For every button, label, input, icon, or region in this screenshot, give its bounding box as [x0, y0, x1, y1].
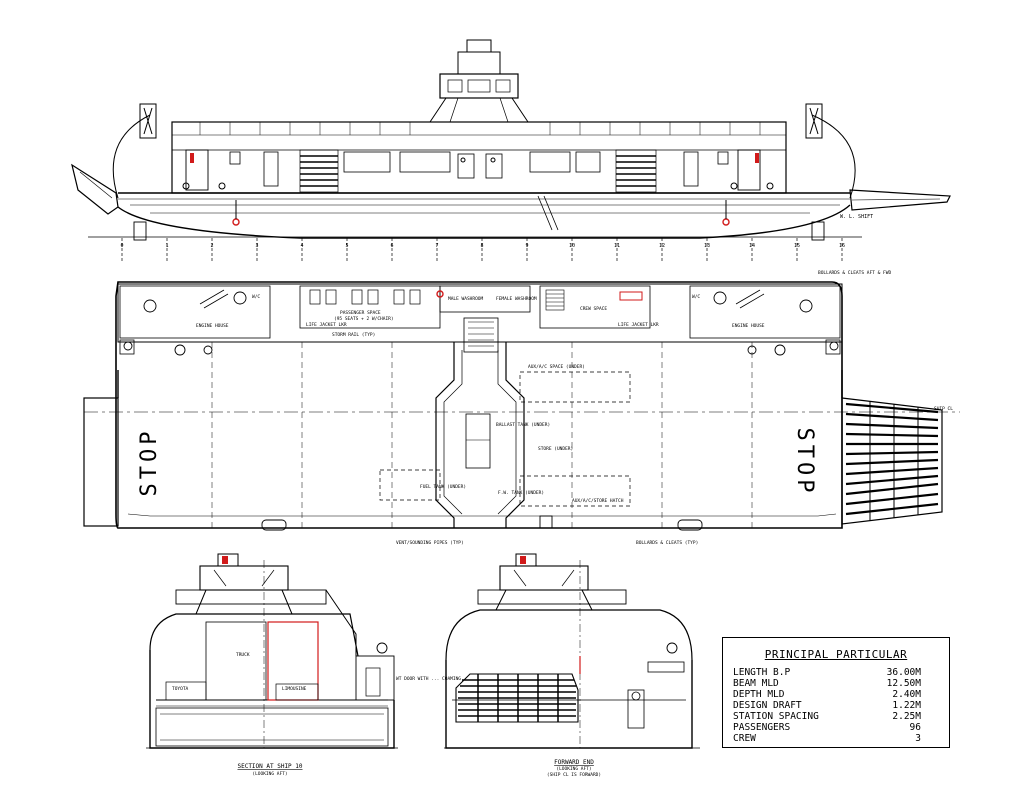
particular-key: DESIGN DRAFT: [733, 700, 802, 711]
engine-house-right-label: ENGINE HOUSE: [732, 323, 765, 329]
particular-key: STATION SPACING: [733, 711, 819, 722]
profile-view: [71, 39, 951, 262]
forward-end-caption-sub: (LOOKING AFT): [556, 766, 591, 772]
station-mark: 10: [569, 243, 575, 249]
particular-value: 1.22M: [892, 700, 921, 711]
particular-key: CREW: [733, 733, 756, 744]
deck-plan-view: [83, 281, 960, 531]
particular-key: LENGTH B.P: [733, 667, 791, 678]
station-mark: 0: [120, 243, 123, 249]
particular-row: LENGTH B.P 36.00M: [733, 667, 921, 679]
storm-rail-label: STORM RAIL (TYP): [332, 332, 375, 338]
truck-label: TRUCK: [236, 652, 250, 658]
crew-space-label: CREW SPACE: [580, 306, 607, 312]
station-mark: 6: [390, 243, 393, 249]
particular-row: CREW 3: [733, 733, 921, 745]
passenger-space-label: PASSENGER SPACE: [340, 310, 381, 316]
particular-row: DESIGN DRAFT 1.22M: [733, 700, 921, 712]
wl-label: W. L. SHIFT: [840, 214, 873, 220]
particular-value: 12.50M: [886, 678, 921, 689]
station-mark: 1: [165, 243, 168, 249]
life-jacket-left-label: LIFE JACKET LKR: [306, 322, 347, 328]
passenger-space-sub-label: (95 SEATS + 2 W/CHAIR): [334, 316, 394, 322]
particular-row: PASSENGERS 96: [733, 722, 921, 734]
particular-row: STATION SPACING 2.25M: [733, 711, 921, 723]
station-mark: 16: [839, 243, 845, 249]
life-jacket-right-label: LIFE JACKET LKR: [618, 322, 659, 328]
bollards-top-label: BOLLARDS & CLEATS AFT & FWD: [818, 270, 891, 276]
female-washroom-label: FEMALE WASHROOM: [496, 296, 537, 302]
station-mark: 9: [525, 243, 528, 249]
stop-right-label: STOP: [792, 428, 817, 497]
station-mark: 12: [659, 243, 665, 249]
station-mark: 3: [255, 243, 258, 249]
station-mark: 15: [794, 243, 800, 249]
particular-row: BEAM MLD 12.50M: [733, 678, 921, 690]
wc-right-label: W/C: [692, 294, 700, 300]
station-mark: 8: [480, 243, 483, 249]
station-mark: 13: [704, 243, 710, 249]
station-mark: 4: [300, 243, 303, 249]
male-washroom-label: MALE WASHROOM: [448, 296, 484, 302]
ballast-tank-label: BALLAST TANK (UNDER): [496, 422, 550, 428]
fuel-tank-label: FUEL TANK (UNDER): [420, 484, 466, 490]
stop-left-label: STOP: [137, 428, 162, 497]
store-label: STORE (UNDER): [538, 446, 573, 452]
aux-space-label: AUX/A/C SPACE (UNDER): [528, 364, 585, 370]
particular-key: PASSENGERS: [733, 722, 791, 733]
station-mark: 11: [614, 243, 620, 249]
principal-particular-title: PRINCIPAL PARTICULAR: [764, 648, 908, 661]
particular-value: 2.25M: [892, 711, 921, 722]
station-mark: 2: [210, 243, 213, 249]
forward-end-view: [444, 553, 700, 749]
forward-end-caption: FORWARD END: [554, 759, 594, 766]
station-mark: 7: [435, 243, 438, 249]
section-caption: SECTION AT SHIP 10: [237, 763, 302, 770]
vent-pipes-label: VENT/SOUNDING PIPES (TYP): [396, 540, 464, 546]
section-caption-sub: (LOOKING AFT): [252, 771, 287, 777]
fw-tank-label: F.W. TANK (UNDER): [498, 490, 544, 496]
bollards-bottom-label: BOLLARDS & CLEATS (TYP): [636, 540, 698, 546]
limousine-label: LIMOUSINE: [282, 686, 307, 692]
particular-row: DEPTH MLD 2.40M: [733, 689, 921, 701]
ship-cl-label: SHIP CL: [934, 406, 953, 412]
toyota-label: TOYOTA: [172, 686, 189, 692]
forward-end-caption-sub2: (SHIP CL IS FORWARD): [547, 772, 601, 778]
deck-plan-labels: ENGINE HOUSE ENGINE HOUSE PASSENGER SPAC…: [196, 270, 953, 546]
wc-left-label: W/C: [252, 294, 260, 300]
engine-house-left-label: ENGINE HOUSE: [196, 323, 229, 329]
section-labels: TRUCK TOYOTA LIMOUSINE WT DOOR WITH ... …: [172, 652, 461, 692]
station-mark: 14: [749, 243, 755, 249]
particular-value: 2.40M: [892, 689, 921, 700]
particular-key: DEPTH MLD: [733, 689, 785, 700]
station-mark: 5: [345, 243, 348, 249]
wt-door-label: WT DOOR WITH ... COAMING: [396, 676, 461, 682]
section-view: [146, 553, 398, 749]
particular-value: 36.00M: [886, 667, 921, 678]
aux-store-hatch-label: AUX/A/C/STORE HATCH: [572, 498, 624, 504]
particular-value: 96: [909, 722, 921, 733]
particular-key: BEAM MLD: [733, 678, 779, 689]
particular-value: 3: [915, 733, 921, 744]
principal-particular-table: PRINCIPAL PARTICULAR LENGTH B.P 36.00M B…: [722, 637, 950, 748]
